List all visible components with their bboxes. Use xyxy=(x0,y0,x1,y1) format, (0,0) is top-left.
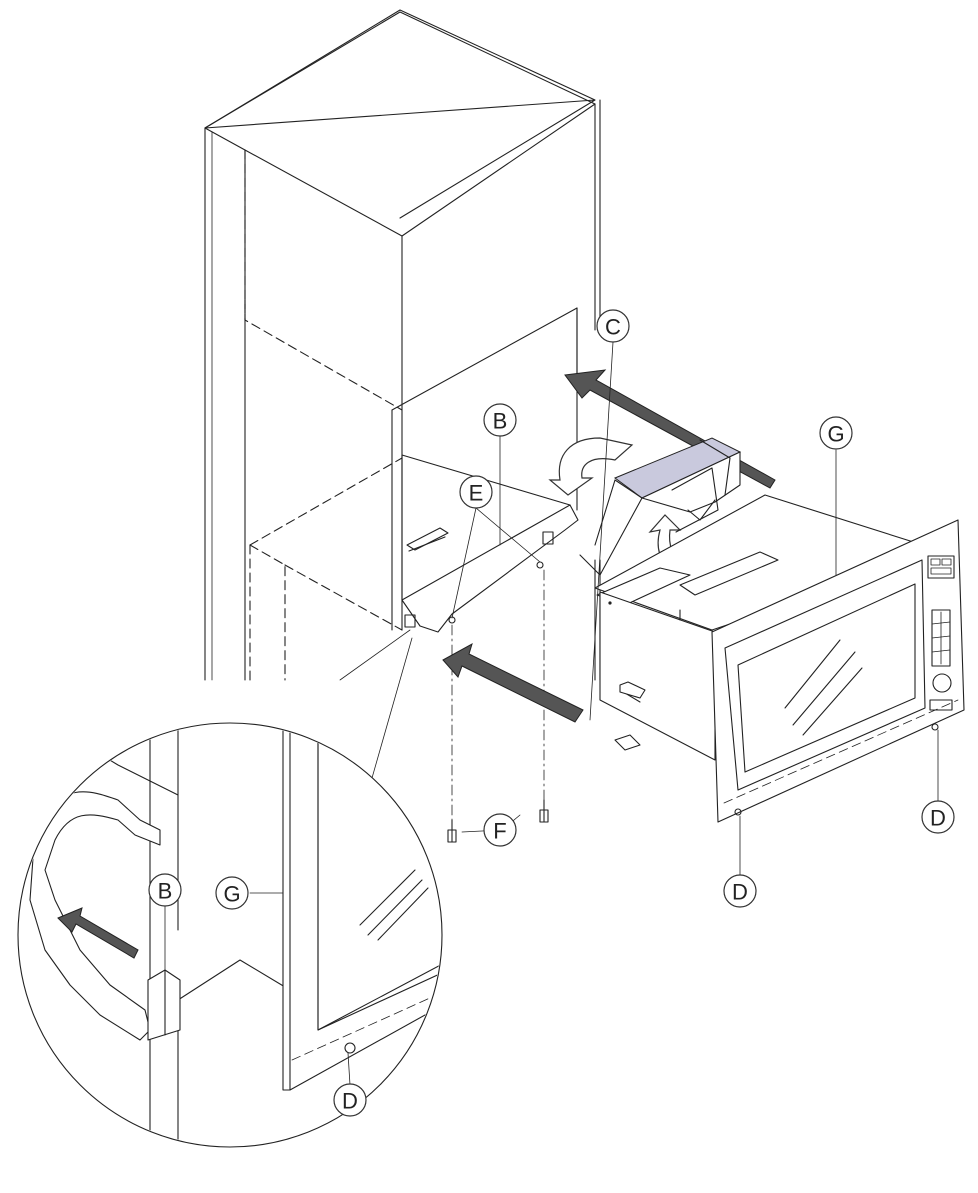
callout-b-top-label: B xyxy=(493,409,508,434)
plate-tab xyxy=(406,527,449,551)
detail-mount-hole xyxy=(344,1042,356,1054)
callout-d-detail: D xyxy=(333,1083,367,1117)
detail-arrow xyxy=(57,907,139,959)
callout-d-right: D xyxy=(921,800,955,834)
plate-clip-right xyxy=(542,531,554,545)
callout-d-right-label: D xyxy=(930,806,946,831)
callout-g-top: G xyxy=(819,416,853,450)
callout-f-label: F xyxy=(493,819,506,844)
control-panel xyxy=(927,555,955,711)
detail-circle xyxy=(17,722,443,1148)
callout-g-detail-label: G xyxy=(223,882,240,907)
control-knob xyxy=(932,673,952,693)
plate-surface xyxy=(401,504,579,633)
callout-g-detail: G xyxy=(215,876,249,910)
screw-hole-right xyxy=(536,561,544,569)
callout-e-label: E xyxy=(469,481,484,506)
callout-b-detail: B xyxy=(148,873,182,907)
screws xyxy=(447,799,549,843)
callout-d-bottom: D xyxy=(723,874,757,908)
screw-right xyxy=(539,799,549,823)
mount-hole-right xyxy=(931,723,939,731)
screw-left xyxy=(447,819,457,843)
callout-e: E xyxy=(459,475,493,509)
insert-arrow xyxy=(442,642,584,723)
packing-foam xyxy=(579,437,742,576)
cabinet-top xyxy=(204,9,596,219)
callout-b-top: B xyxy=(483,403,517,437)
microwave-door xyxy=(724,559,926,791)
mount-hole-left xyxy=(734,808,742,816)
callout-c-label: C xyxy=(605,315,621,340)
mounting-plate xyxy=(401,454,579,633)
callout-g-top-label: G xyxy=(827,422,844,447)
callout-b-detail-label: B xyxy=(158,879,173,904)
door-window xyxy=(737,583,916,773)
callout-f: F xyxy=(483,813,517,847)
callout-d-bottom-label: D xyxy=(732,880,748,905)
microwave xyxy=(594,494,965,823)
detail-plate-tab xyxy=(147,969,181,1041)
callout-d-detail-label: D xyxy=(342,1089,358,1114)
plate-clip-left xyxy=(404,614,416,628)
callout-c: C xyxy=(596,309,630,343)
microwave-side xyxy=(599,591,716,761)
flip-arrow-curved xyxy=(548,437,634,496)
